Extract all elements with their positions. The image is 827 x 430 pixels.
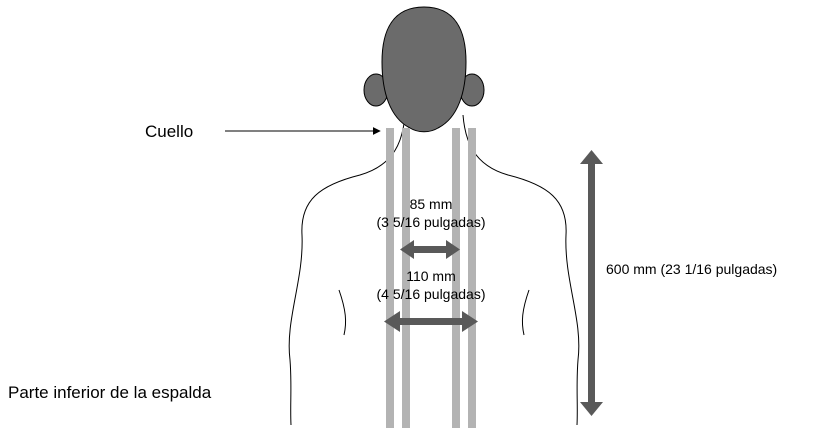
lower-back-label: Parte inferior de la espalda (8, 383, 212, 402)
length-arrow (580, 150, 603, 416)
inner-width-mm-label: 85 mm (410, 196, 453, 212)
electrode-strip (468, 128, 476, 428)
torso-outline (463, 115, 579, 425)
outer-width-mm-label: 110 mm (406, 268, 456, 284)
torso-outline (522, 290, 529, 335)
electrode-strip (386, 128, 394, 428)
outer-width-in-label: (4 5/16 pulgadas) (377, 286, 486, 302)
neck-label: Cuello (145, 122, 193, 141)
inner-width-in-label: (3 5/16 pulgadas) (377, 214, 486, 230)
outer-width-arrow (384, 311, 478, 332)
length-label: 600 mm (23 1/16 pulgadas) (606, 261, 777, 277)
torso-outline (339, 290, 346, 335)
head-silhouette-icon (364, 7, 484, 132)
